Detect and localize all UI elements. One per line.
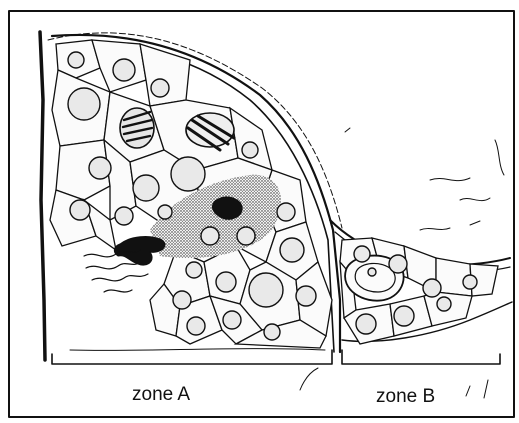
zone-b-bracket — [342, 350, 500, 364]
zone-a-bracket — [52, 350, 332, 364]
left-boundary-line — [40, 32, 45, 360]
zone-b-label: zone B — [376, 386, 435, 407]
zone-a-label: zone A — [132, 384, 190, 405]
fibre-wisps — [345, 128, 504, 230]
